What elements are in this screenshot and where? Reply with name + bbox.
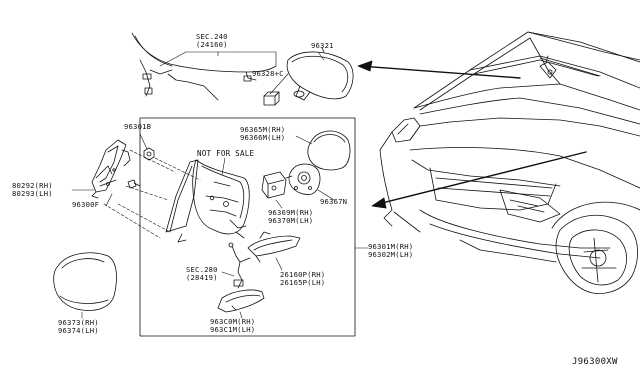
mirror-actuator-illustration [285,163,321,195]
label-96365m-line2: 96366M(LH) [240,133,286,142]
label-96369m-line1: 96369M(RH) [268,208,314,217]
diagram-reference-code: J96300XW [572,357,618,367]
label-sec240[interactable]: SEC.240 (24160) [196,33,228,49]
roof-harness-illustration [131,32,277,101]
label-96321-text: 96321 [311,41,334,50]
label-80292-line2: 80293(LH) [12,189,53,198]
label-96373[interactable]: 96373(RH) 96374(LH) [58,319,99,335]
label-963c0m-line2: 963C1M(LH) [210,325,256,334]
mirror-cover-cap-illustration [53,252,117,311]
label-963c0m[interactable]: 963C0M(RH) 963C1M(LH) [210,318,255,334]
label-80292[interactable]: 80292(RH) 80293(LH) [12,182,53,198]
assembly-dashed-lines [103,149,201,239]
door-mirror-assembly-illustration [165,159,250,243]
label-96301m-line1: 96301M(RH) [368,242,414,251]
label-963c0m-line1: 963C0M(RH) [210,317,256,326]
label-96373-line2: 96374(LH) [58,326,99,335]
label-96301b[interactable]: 96301B [124,123,151,131]
label-96367n[interactable]: 96367N [320,198,347,206]
label-not-for-sale: NOT FOR SALE [197,150,254,158]
label-96301b-text: 96301B [124,122,152,131]
label-96301m-line2: 96302M(LH) [368,250,414,259]
mirror-base-bracket-illustration [91,139,131,199]
label-26160p[interactable]: 26160P(RH) 26165P(LH) [280,271,325,287]
label-96328c[interactable]: 96328+C [252,70,284,78]
mirror-connector-illustration [263,91,280,106]
turn-signal-lamp-illustration [247,231,301,263]
label-sec240-line2: (24160) [196,40,228,49]
door-mirror-parts-frame [139,117,356,337]
vehicle-illustration [379,31,640,294]
label-96301m[interactable]: 96301M(RH) 96302M(LH) [368,243,413,259]
label-96328c-text: 96328+C [252,69,284,78]
label-96367n-text: 96367N [320,197,348,206]
arrow-to-door-mirror [371,151,587,209]
label-96369m-line2: 96370M(LH) [268,216,314,225]
mirror-glass-illustration [307,130,351,171]
bolt-96301b-illustration [143,147,155,161]
label-sec240-line1: SEC.240 [196,32,228,41]
label-sec280-line2: (28419) [186,273,218,282]
label-26160p-line2: 26165P(LH) [280,278,326,287]
label-96369m[interactable]: 96369M(RH) 96370M(LH) [268,209,313,225]
label-96365m[interactable]: 96365M(RH) 96366M(LH) [240,126,285,142]
label-96300f-text: 96300F [72,200,100,209]
label-96365m-line1: 96365M(RH) [240,125,286,134]
mirror-motor-illustration [261,171,287,199]
label-sec280[interactable]: SEC.280 (28419) [186,266,218,282]
rear-view-mirror-illustration [286,47,354,101]
sec240-leader [159,51,277,67]
mirror-harness-illustration [228,242,251,289]
label-96321[interactable]: 96321 [311,42,334,50]
arrow-to-windshield [357,60,521,79]
mirror-lower-cover-illustration [217,289,265,313]
screw-illustration [127,179,141,189]
label-sec280-line1: SEC.280 [186,265,218,274]
label-not-for-sale-text: NOT FOR SALE [197,149,255,158]
label-96300f[interactable]: 96300F [72,201,99,209]
label-80292-line1: 80292(RH) [12,181,53,190]
label-96373-line1: 96373(RH) [58,318,99,327]
label-26160p-line1: 26160P(RH) [280,270,326,279]
